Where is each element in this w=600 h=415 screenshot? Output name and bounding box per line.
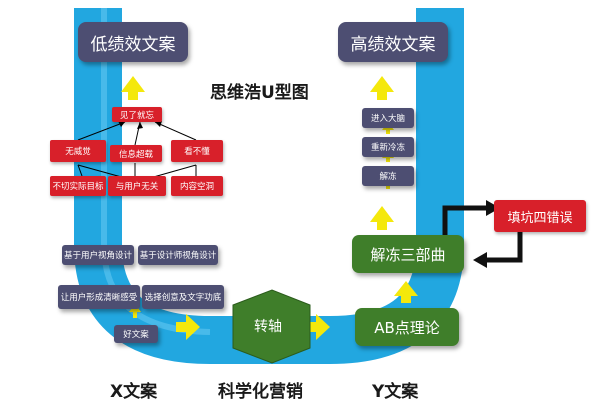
four-errors: 填坑四错误 — [494, 200, 586, 232]
pivot-label: 转轴 — [254, 319, 282, 335]
arrow-right-2 — [306, 314, 330, 340]
arrow-up-right-3 — [394, 281, 418, 303]
high-performance-copy: 高绩效文案 — [338, 22, 448, 62]
unfreeze-step: 解冻 — [362, 166, 414, 186]
info-overload: 信息超载 — [110, 145, 162, 162]
designer-view-design: 基于设计师视角设计 — [138, 245, 218, 265]
refreeze: 重新冷冻 — [362, 137, 414, 157]
arrow-up-right — [370, 76, 394, 100]
three-step-unfreeze: 解冻三部曲 — [352, 235, 464, 273]
low-performance-copy: 低绩效文案 — [78, 22, 188, 62]
no-feeling: 无威觉 — [50, 140, 106, 162]
unrealistic-goal: 不切实际目标 — [50, 176, 106, 196]
diagram-title: 思维浩U型图 — [210, 83, 309, 103]
scientific-marketing-label: 科学化营销 — [218, 382, 303, 402]
ab-point-theory: AB点理论 — [355, 308, 459, 346]
x-copy-label: X文案 — [110, 382, 158, 402]
good-copy: 好文案 — [114, 325, 158, 343]
arrow-up-right-2 — [370, 206, 394, 230]
arrow-up-left — [121, 76, 145, 100]
arrow-right-1 — [176, 314, 200, 340]
empty-content: 内容空洞 — [171, 176, 223, 196]
pivot-hexagon — [232, 289, 311, 364]
enter-brain: 进入大脑 — [362, 108, 414, 128]
forget-after-seeing: 见了就忘 — [112, 107, 162, 122]
cannot-understand: 看不懂 — [171, 140, 223, 162]
y-copy-label: Y文案 — [372, 382, 419, 402]
creative-writing-skill: 选择创意及文字功底 — [142, 285, 224, 309]
user-irrelevant: 与用户无关 — [108, 176, 166, 196]
user-view-design: 基于用户视角设计 — [62, 245, 134, 265]
clear-feeling: 让用户形成清晰感受 — [58, 285, 140, 309]
